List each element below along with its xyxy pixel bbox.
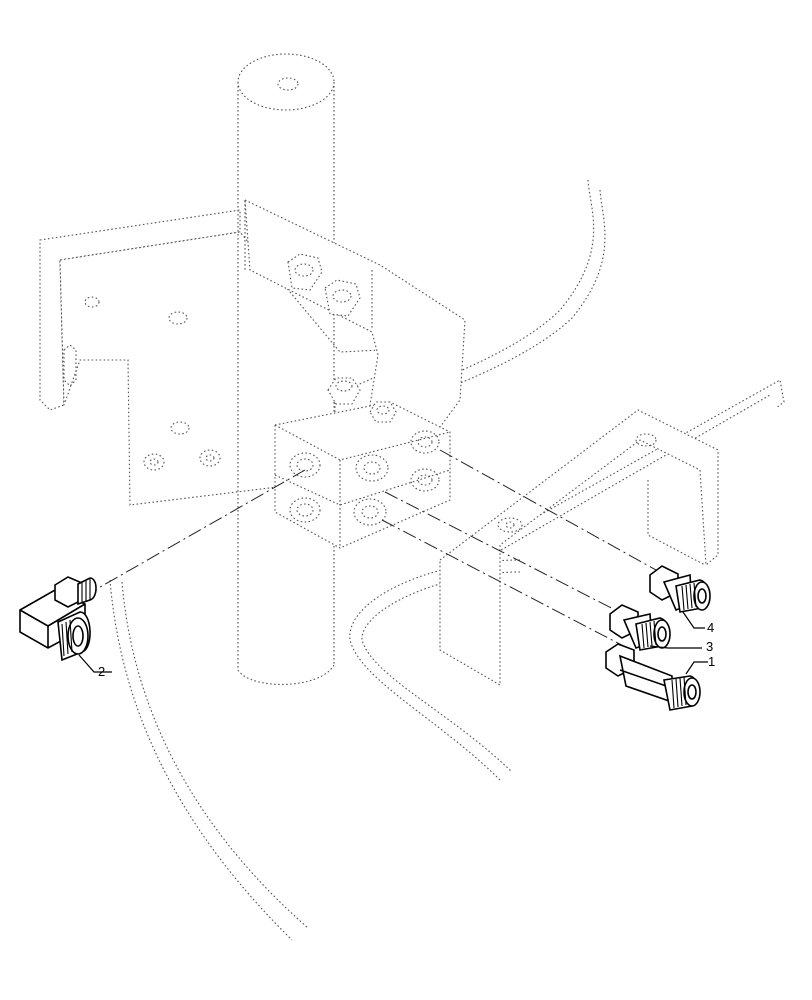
callout-2: 2 bbox=[98, 664, 105, 679]
support-rod bbox=[459, 379, 785, 569]
fitting-elbow bbox=[19, 576, 97, 662]
vertical-post bbox=[237, 53, 335, 685]
callout-4: 4 bbox=[707, 620, 714, 635]
callout-leaders bbox=[78, 611, 708, 675]
fitting-straight-4 bbox=[649, 565, 711, 613]
bracket-right bbox=[439, 409, 719, 686]
fitting-straight-3 bbox=[609, 604, 671, 651]
fitting-straight-1 bbox=[605, 643, 701, 711]
manifold-block bbox=[274, 377, 451, 549]
hose-left bbox=[109, 579, 309, 941]
assembly-lines bbox=[94, 449, 666, 653]
callout-3: 3 bbox=[706, 639, 713, 654]
post-clamp-bracket bbox=[244, 199, 466, 439]
callout-1: 1 bbox=[708, 654, 715, 669]
